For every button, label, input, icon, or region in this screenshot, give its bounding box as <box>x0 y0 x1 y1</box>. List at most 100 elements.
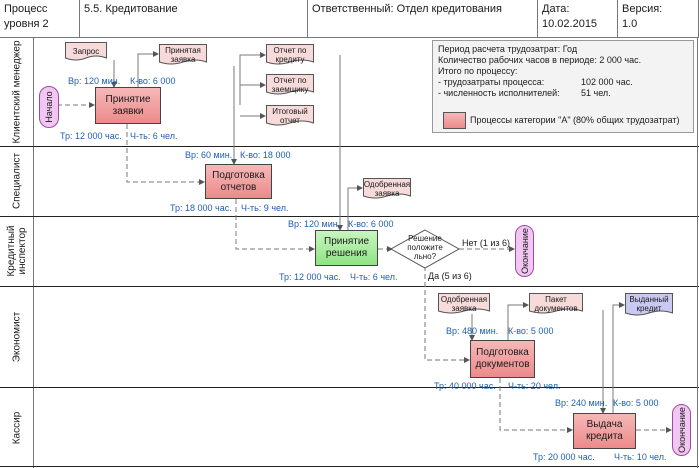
metric-labor: Тр: 40 000 час. <box>434 381 496 391</box>
process-label-line1: Принятие <box>324 236 369 247</box>
document-label-line2: заемщику <box>271 85 309 94</box>
document-label-line2: документов <box>534 304 578 313</box>
document-label-line1: Одобренная <box>440 295 488 304</box>
info-period: Период расчета трудозатрат: Год <box>438 44 578 54</box>
header-process-level: Процесс уровня 2 <box>0 0 80 38</box>
process-label-line2: заявки <box>112 105 144 117</box>
metric-labor: Тр: 12 000 час. <box>60 131 122 141</box>
lane-title: Кредитный инспектор <box>6 225 28 276</box>
info-labor-label: - трудозатраты процесса: <box>438 77 545 87</box>
lane-divider <box>0 466 699 467</box>
metric-staff: Ч-ть: 20 чел. <box>508 381 561 391</box>
lane-title-line2: инспектор <box>16 227 28 275</box>
process-level-label: Процесс <box>4 3 48 15</box>
info-labor-value: 102 000 час. <box>581 77 633 87</box>
document-label-line1: Пакет <box>545 295 567 304</box>
process-level-value: уровня 2 <box>4 18 49 30</box>
lane-label-specialist: Специалист <box>0 146 34 216</box>
metric-count: К-во: 18 000 <box>240 150 291 160</box>
process-label-line1: Подготовка <box>212 169 265 181</box>
lane-title: Кассир <box>11 411 22 444</box>
document-label-line2: заявка <box>170 55 196 64</box>
document-request: Запрос <box>65 42 107 62</box>
document-label-line2: кредиту <box>275 55 305 64</box>
lane-label-cashier: Кассир <box>0 387 34 468</box>
process-title: 5.5. Кредитование <box>84 3 178 15</box>
lane-divider <box>0 387 699 388</box>
document-label-line2: заявка <box>374 189 400 198</box>
info-staff-label: - численность исполнителей: <box>438 88 560 98</box>
info-staff-value: 51 чел. <box>581 88 611 98</box>
metric-time: Вр: 120 мин. <box>288 219 341 229</box>
document-label-line2: кредит <box>636 304 662 313</box>
process-label-line1: Принятие <box>105 93 151 105</box>
metric-staff: Ч-ть: 9 чел. <box>241 203 289 213</box>
process-label-line2: отчетов <box>220 181 257 193</box>
metric-labor: Тр: 20 000 час. <box>533 452 595 462</box>
metric-staff: Ч-ть: 10 чел. <box>614 452 667 462</box>
terminal-label: Окончание <box>676 407 687 453</box>
metric-staff: Ч-ть: 6 чел. <box>350 272 398 282</box>
metric-time: Вр: 480 мин. <box>446 326 499 336</box>
info-staff-row: - численность исполнителей: 51 чел. <box>438 88 688 99</box>
document-label-line1: Отчет по <box>273 46 307 55</box>
document-label-line1: Отчет по <box>273 76 307 85</box>
document-label-line1: Принятая <box>165 46 201 55</box>
metric-time: Вр: 240 мин. <box>555 398 608 408</box>
info-labor-row: - трудозатраты процесса: 102 000 час. <box>438 77 688 88</box>
metric-time: Вр: 120 мин. <box>68 76 121 86</box>
lane-title: Клиентский менеджер <box>11 40 22 144</box>
metric-count: К-во: 5 000 <box>508 326 554 336</box>
version-value: 1.0 <box>622 18 638 30</box>
document-label: Запрос <box>72 47 100 56</box>
date-label: Дата: <box>542 3 570 15</box>
lane-divider <box>0 286 699 287</box>
header-version: Версия: 1.0 <box>618 0 699 38</box>
lane-title-line1: Кредитный <box>5 225 17 277</box>
process-label-line1: Выдача <box>586 419 623 430</box>
decision-label: Решение положите льно? <box>402 234 448 261</box>
date-value: 10.02.2015 <box>542 18 598 30</box>
lane-divider <box>0 216 699 217</box>
legend-swatch <box>443 112 466 129</box>
info-hours: Количество рабочих часов в периоде: 2 00… <box>438 55 642 65</box>
document-label-line2: заявка <box>451 304 477 313</box>
labor-info-panel: Период расчета трудозатрат: Год Количест… <box>432 40 694 133</box>
decision-label-line3: льно? <box>413 252 437 261</box>
lane-title: Экономист <box>11 311 22 362</box>
metric-staff: Ч-ть: 6 чел. <box>130 131 178 141</box>
document-label-line1: Выданный <box>629 295 669 304</box>
terminal-label: Начало <box>44 91 54 123</box>
decision-label-line2: положите <box>407 243 443 252</box>
document-label-line1: Итоговый <box>272 107 308 116</box>
decision-yes-label: Да (5 из 6) <box>428 271 472 281</box>
version-label: Версия: <box>622 3 663 15</box>
header-responsible: Ответственный: Отдел кредитования <box>308 0 538 38</box>
lane-divider <box>0 146 699 147</box>
process-label-line1: Подготовка <box>476 347 529 358</box>
metric-labor: Тр: 18 000 час. <box>170 203 232 213</box>
metric-labor: Тр: 12 000 час. <box>279 272 341 282</box>
